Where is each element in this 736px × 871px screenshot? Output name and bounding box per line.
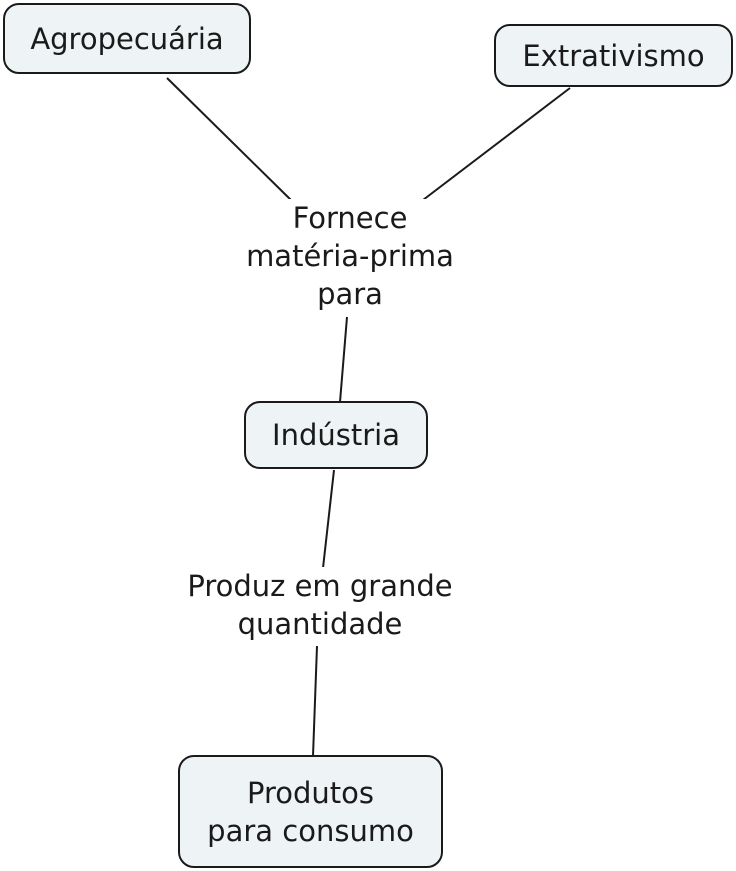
node-agropecuaria-label: Agropecuária: [30, 21, 224, 56]
link-label-produz-line-1: Produz em grande: [187, 569, 453, 603]
link-label-fornece-line-2: matéria-prima: [246, 239, 454, 273]
node-extrativismo-label: Extrativismo: [522, 38, 705, 73]
node-produtos[interactable]: Produtos para consumo: [178, 755, 443, 868]
connector-agropecuaria-fornece: [166, 77, 294, 203]
link-label-fornece-line-1: Fornece: [292, 201, 408, 235]
connector-extrativismo-fornece: [422, 87, 571, 201]
node-extrativismo[interactable]: Extrativismo: [494, 24, 733, 87]
link-label-fornece-line-3: para: [317, 277, 383, 311]
connector-industria-produz: [322, 469, 335, 569]
connector-produz-produtos: [312, 645, 318, 757]
node-industria[interactable]: Indústria: [244, 401, 428, 469]
node-agropecuaria[interactable]: Agropecuária: [3, 3, 251, 74]
node-produtos-line-1: Produtos: [246, 775, 375, 810]
link-label-produz-line-2: quantidade: [237, 607, 403, 641]
link-label-fornece: Fornece matéria-prima para: [230, 199, 470, 313]
link-label-produz: Produz em grande quantidade: [168, 567, 472, 643]
connector-fornece-industria: [339, 316, 348, 403]
node-produtos-line-2: para consumo: [207, 813, 414, 848]
node-industria-label: Indústria: [272, 418, 400, 452]
